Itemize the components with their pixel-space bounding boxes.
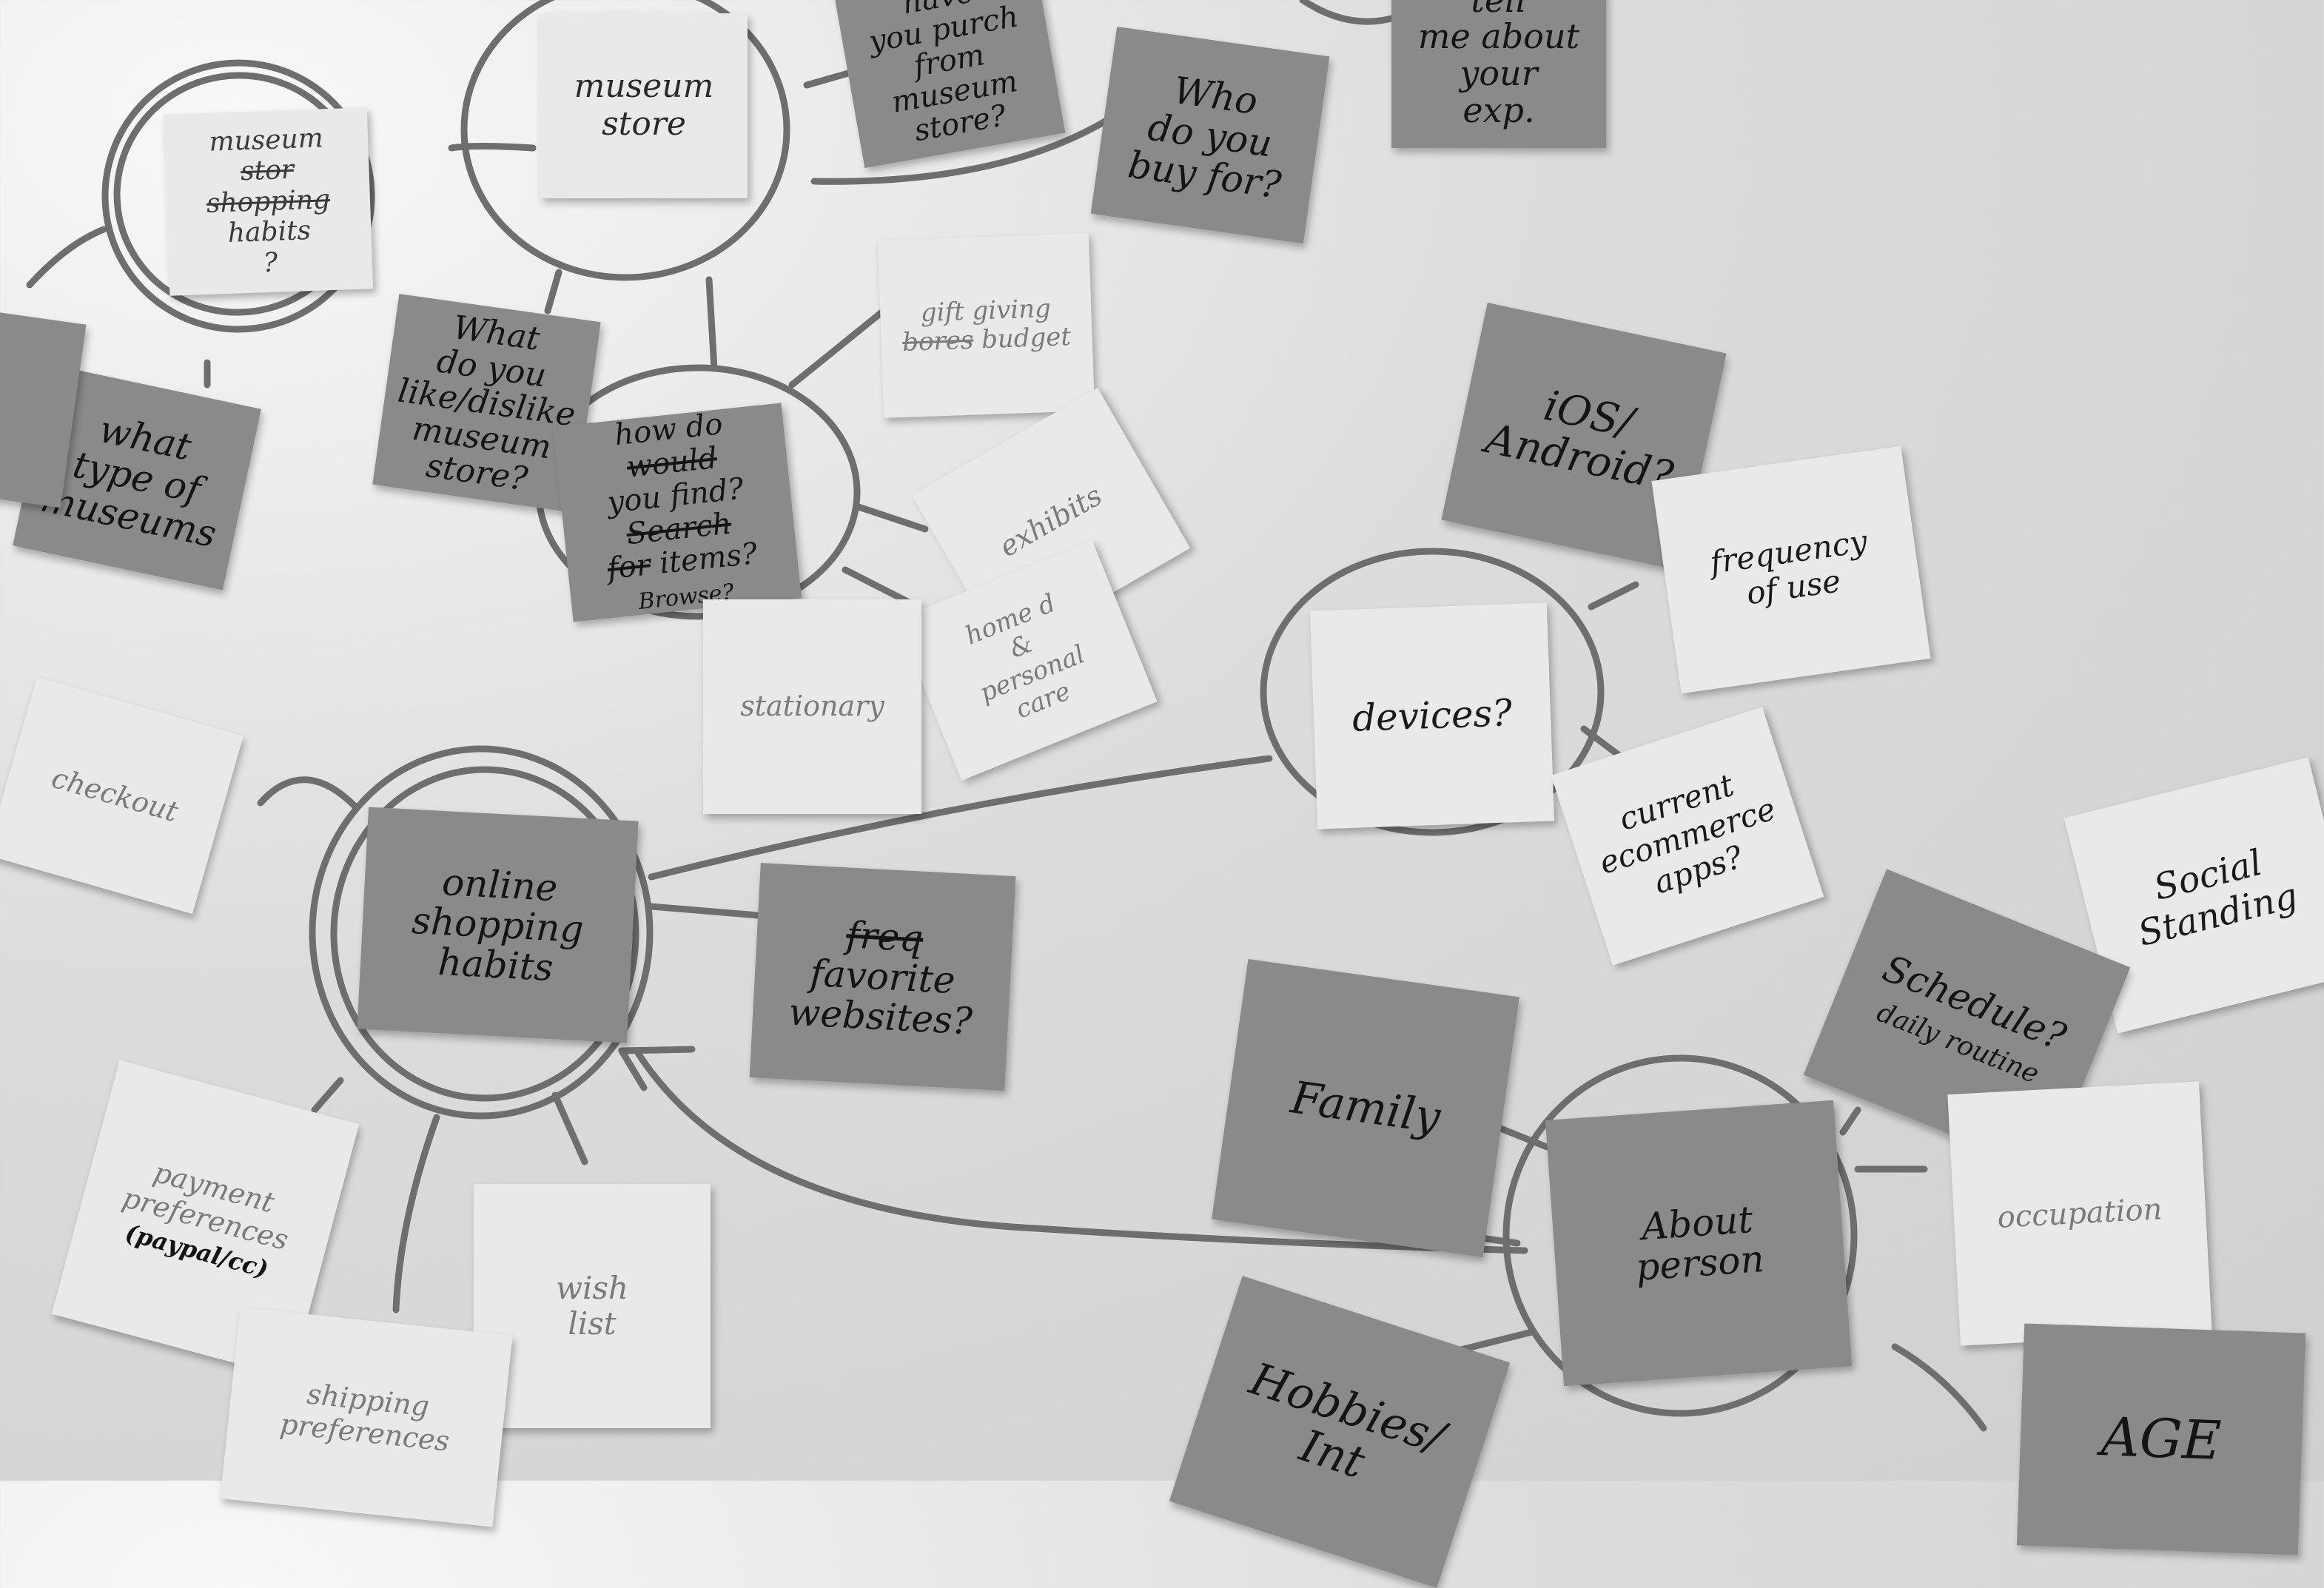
note-family: Family <box>1212 958 1519 1258</box>
circle-about-person <box>1502 1054 1858 1417</box>
note-online-shopping-habits: online shopping habits <box>357 807 639 1043</box>
note-who-do-you-buy-for: Who do you buy for? <box>1090 27 1330 243</box>
note-age: AGE <box>2016 1323 2306 1555</box>
note-museum-store: museum store <box>540 13 748 198</box>
note-shipping-preferences: shipping preferences <box>220 1307 513 1527</box>
circle-devices <box>1260 548 1605 836</box>
note-wish-list: wish list <box>474 1184 711 1428</box>
note-about-person: About person <box>1545 1100 1853 1387</box>
whiteboard-drawing <box>26 0 1987 1432</box>
note-devices: devices? <box>1309 602 1555 830</box>
note-tell-me-about-your-exp: tell me about your exp. <box>1391 0 1606 148</box>
circle-museum-store <box>460 0 790 281</box>
circle-museum-habits <box>101 59 375 333</box>
note-stationary: stationary <box>703 599 921 814</box>
circle-online-shopping <box>309 745 654 1120</box>
note-frequency-of-use: frequency of use <box>1651 445 1931 694</box>
note-occupation: occupation <box>1947 1081 2212 1346</box>
